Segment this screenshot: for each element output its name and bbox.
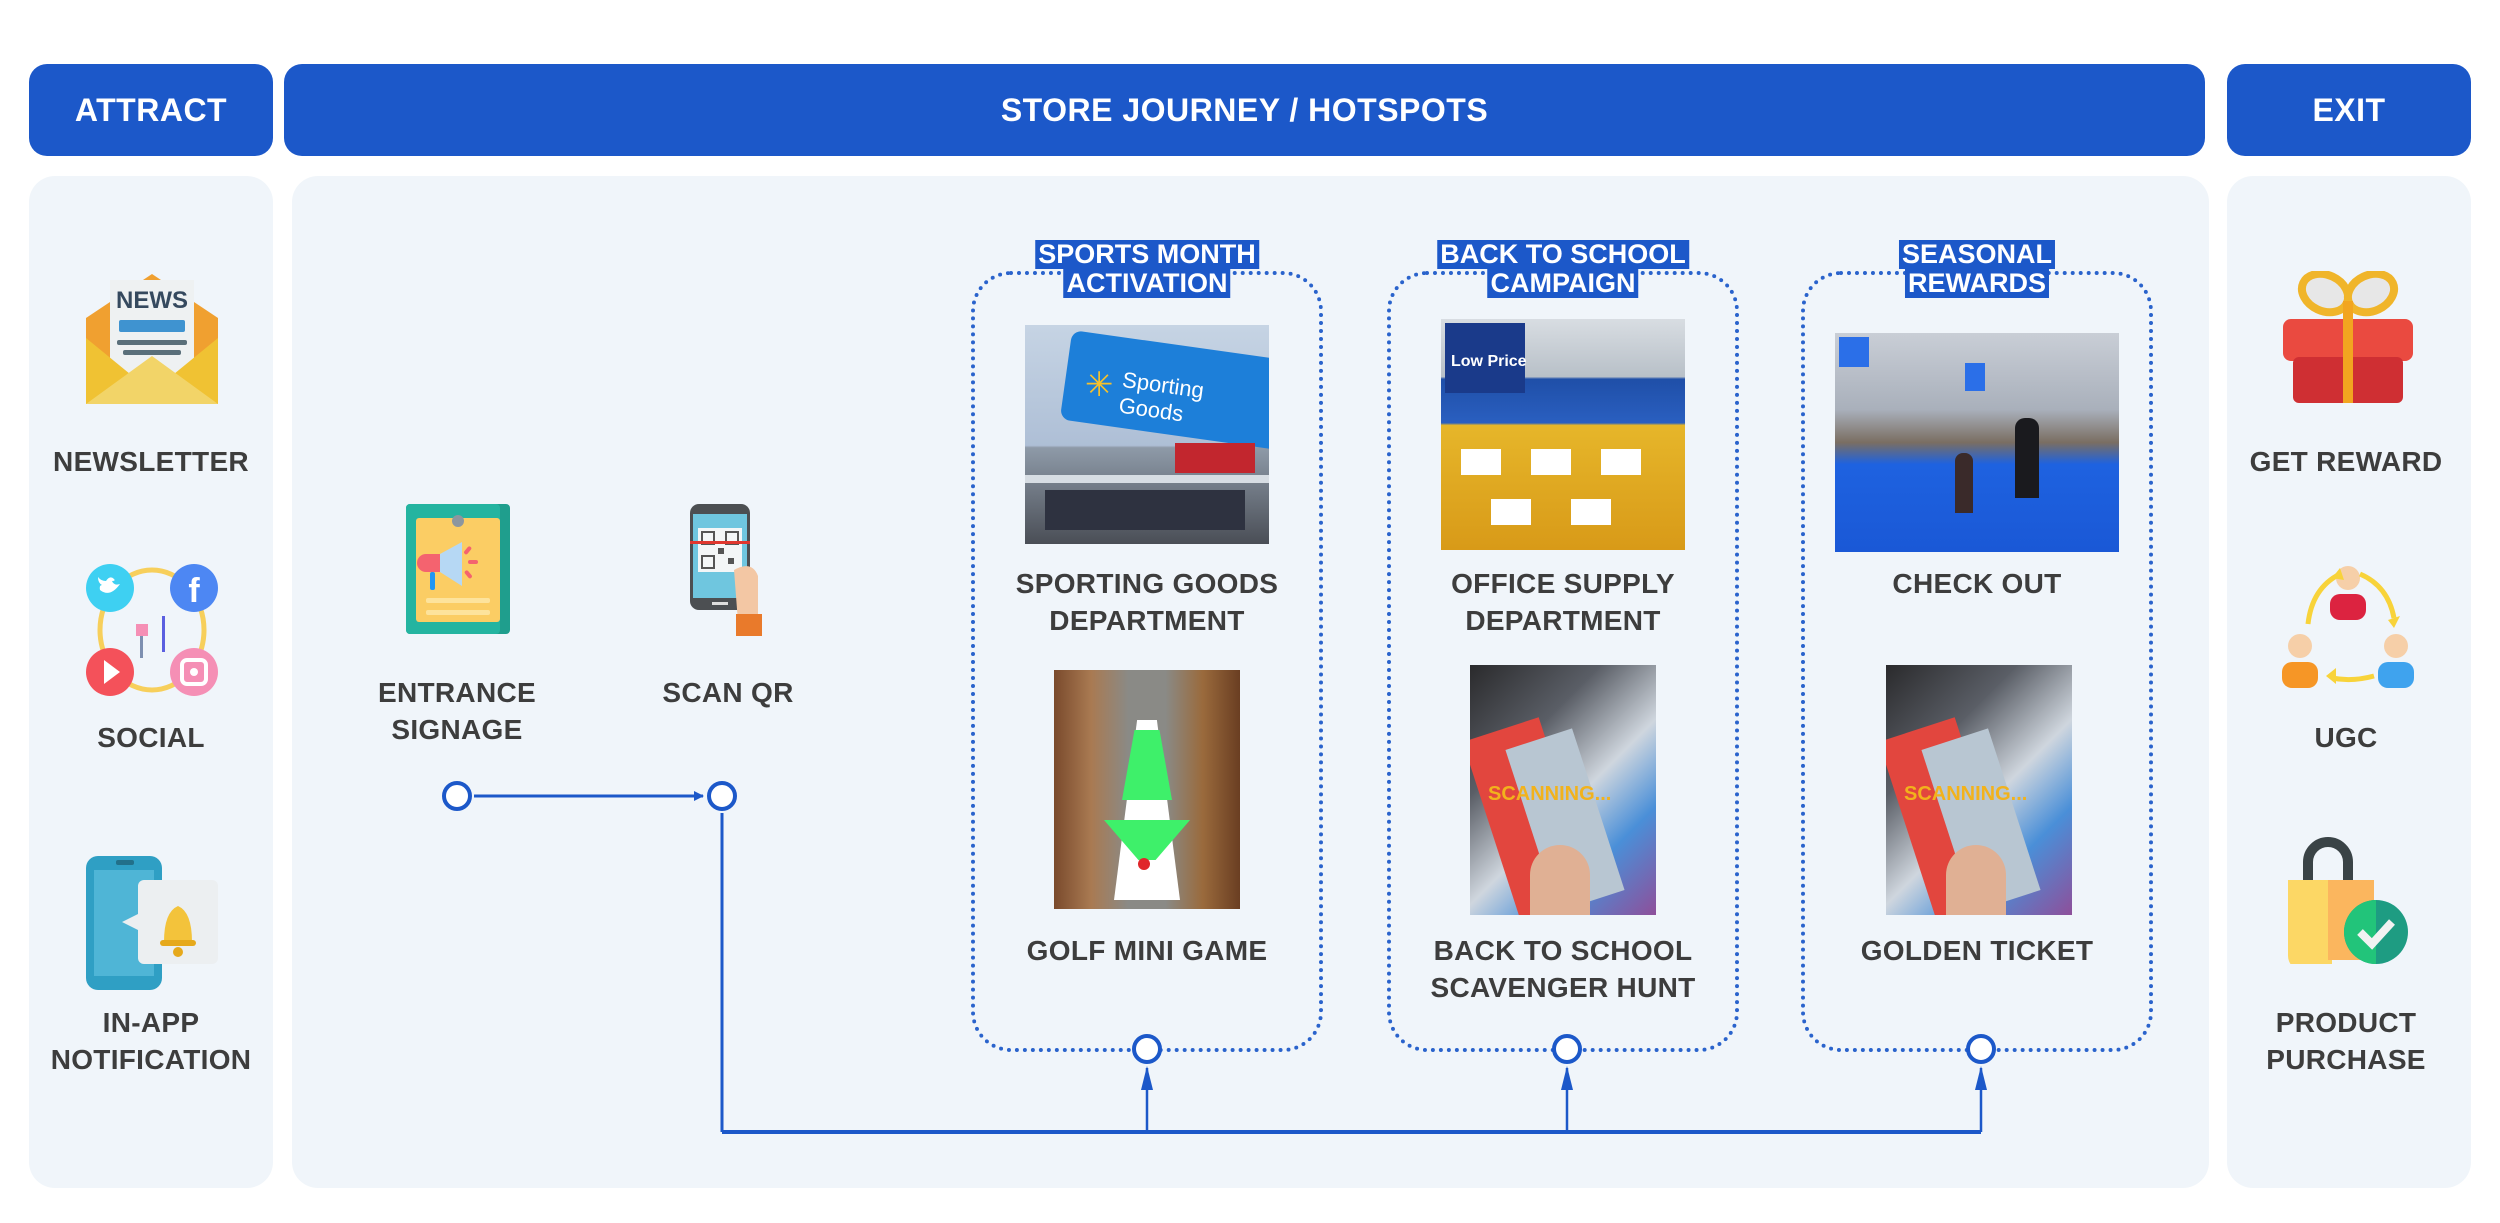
- hotspot-scavenger-hunt: BACK TO SCHOOL SCAVENGER HUNT: [1430, 932, 1695, 1006]
- group-title-seasonal-rewards: SEASONAL REWARDS: [1898, 240, 2056, 298]
- hotspot-office-supply: OFFICE SUPPLY DEPARTMENT: [1451, 565, 1675, 639]
- social-label: SOCIAL: [97, 722, 205, 753]
- entrance-signage-label-line2: SIGNAGE: [391, 714, 523, 745]
- hotspot-label-line1: BACK TO SCHOOL: [1433, 935, 1693, 966]
- group-title-line1: SPORTS MONTH: [1035, 240, 1259, 269]
- entrance-signage-label-line1: ENTRANCE: [378, 677, 536, 708]
- group-title-line2: ACTIVATION: [1063, 269, 1231, 298]
- scavenger-hunt-scan-photo: SCANNING...: [1470, 665, 1656, 915]
- scanning-overlay-text: SCANNING...: [1904, 783, 2028, 805]
- group-sports-month-node: [1132, 1034, 1162, 1064]
- journey-header-label: STORE JOURNEY / HOTSPOTS: [1000, 91, 1489, 128]
- walmart-spark-icon: ✳: [1085, 366, 1114, 404]
- group-seasonal-rewards-node: [1966, 1034, 1996, 1064]
- attract-item-newsletter: NEWSLETTER: [53, 443, 249, 480]
- gift-icon: [2283, 271, 2413, 403]
- hotspot-label-line2: DEPARTMENT: [1049, 605, 1245, 636]
- journey-header: STORE JOURNEY / HOTSPOTS: [284, 64, 2205, 156]
- group-title-line1: SEASONAL: [1898, 240, 2056, 269]
- hotspot-label: CHECK OUT: [1892, 568, 2062, 599]
- group-title-line1: BACK TO SCHOOL: [1437, 240, 1689, 269]
- hotspot-label-line2: DEPARTMENT: [1465, 605, 1661, 636]
- hotspot-label-line1: SPORTING GOODS: [1015, 568, 1279, 599]
- exit-item-get-reward: GET REWARD: [2250, 443, 2443, 480]
- product-purchase-label-line1: PRODUCT: [2275, 1007, 2417, 1038]
- hotspot-sporting-goods: SPORTING GOODS DEPARTMENT: [1016, 565, 1278, 639]
- group-title-line2: CAMPAIGN: [1487, 269, 1639, 298]
- shopping-bag-check-icon: [2288, 837, 2408, 964]
- hotspot-label-line2: SCAVENGER HUNT: [1430, 972, 1696, 1003]
- attract-item-social: SOCIAL: [97, 719, 205, 756]
- scan-qr-node: [707, 781, 737, 811]
- entrance-signage-node: [442, 781, 472, 811]
- newsletter-label: NEWSLETTER: [53, 446, 249, 477]
- exit-header: EXIT: [2227, 64, 2471, 156]
- group-title-back-to-school: BACK TO SCHOOL CAMPAIGN: [1437, 240, 1689, 298]
- get-reward-label: GET REWARD: [2249, 446, 2443, 477]
- hotspot-label-line1: OFFICE SUPPLY: [1451, 568, 1675, 599]
- attract-header-label: ATTRACT: [74, 91, 228, 128]
- signage-megaphone-icon: [406, 504, 510, 634]
- checkout-lanes-photo: [1835, 333, 2119, 552]
- office-supply-department-photo: Low Price: [1441, 319, 1685, 550]
- in-app-notification-icon: [86, 856, 218, 990]
- newsletter-envelope-icon: NEWS: [86, 274, 218, 404]
- group-back-to-school-node: [1552, 1034, 1582, 1064]
- social-media-icon: f: [86, 564, 218, 696]
- golden-ticket-scan-photo: SCANNING...: [1886, 665, 2072, 915]
- sporting-goods-department-photo: Sporting Goods ✳: [1025, 325, 1269, 544]
- in-app-label-line1: IN-APP: [102, 1007, 200, 1038]
- hotspot-label: GOLF MINI GAME: [1026, 935, 1268, 966]
- golf-mini-game-ar-photo: [1054, 670, 1240, 909]
- scan-qr-label: SCAN QR: [662, 677, 794, 708]
- hotspot-check-out: CHECK OUT: [1892, 565, 2061, 602]
- group-title-sports-month: SPORTS MONTH ACTIVATION: [1035, 240, 1259, 298]
- entry-step-entrance-signage: ENTRANCE SIGNAGE: [378, 674, 536, 748]
- hotspot-golden-ticket: GOLDEN TICKET: [1861, 932, 2094, 969]
- exit-item-product-purchase: PRODUCT PURCHASE: [2266, 1004, 2426, 1078]
- attract-item-in-app-notification: IN-APP NOTIFICATION: [51, 1004, 252, 1078]
- hotspot-golf-mini-game: GOLF MINI GAME: [1027, 932, 1268, 969]
- in-app-label-line2: NOTIFICATION: [50, 1044, 252, 1075]
- ugc-people-cycle-icon: [2282, 566, 2414, 688]
- product-purchase-label-line2: PURCHASE: [2266, 1044, 2426, 1075]
- scanning-overlay-text: SCANNING...: [1488, 783, 1612, 805]
- low-price-sign-text: Low Price: [1451, 353, 1527, 370]
- ugc-label: UGC: [2314, 722, 2378, 753]
- exit-item-ugc: UGC: [2314, 719, 2377, 756]
- entry-step-scan-qr: SCAN QR: [662, 674, 793, 711]
- exit-header-label: EXIT: [2312, 91, 2386, 128]
- svg-text:f: f: [188, 572, 200, 610]
- phone-qr-scan-icon: [690, 504, 762, 636]
- group-title-line2: REWARDS: [1904, 269, 2049, 298]
- hotspot-label: GOLDEN TICKET: [1860, 935, 2094, 966]
- svg-text:NEWS: NEWS: [116, 287, 188, 314]
- attract-header: ATTRACT: [29, 64, 273, 156]
